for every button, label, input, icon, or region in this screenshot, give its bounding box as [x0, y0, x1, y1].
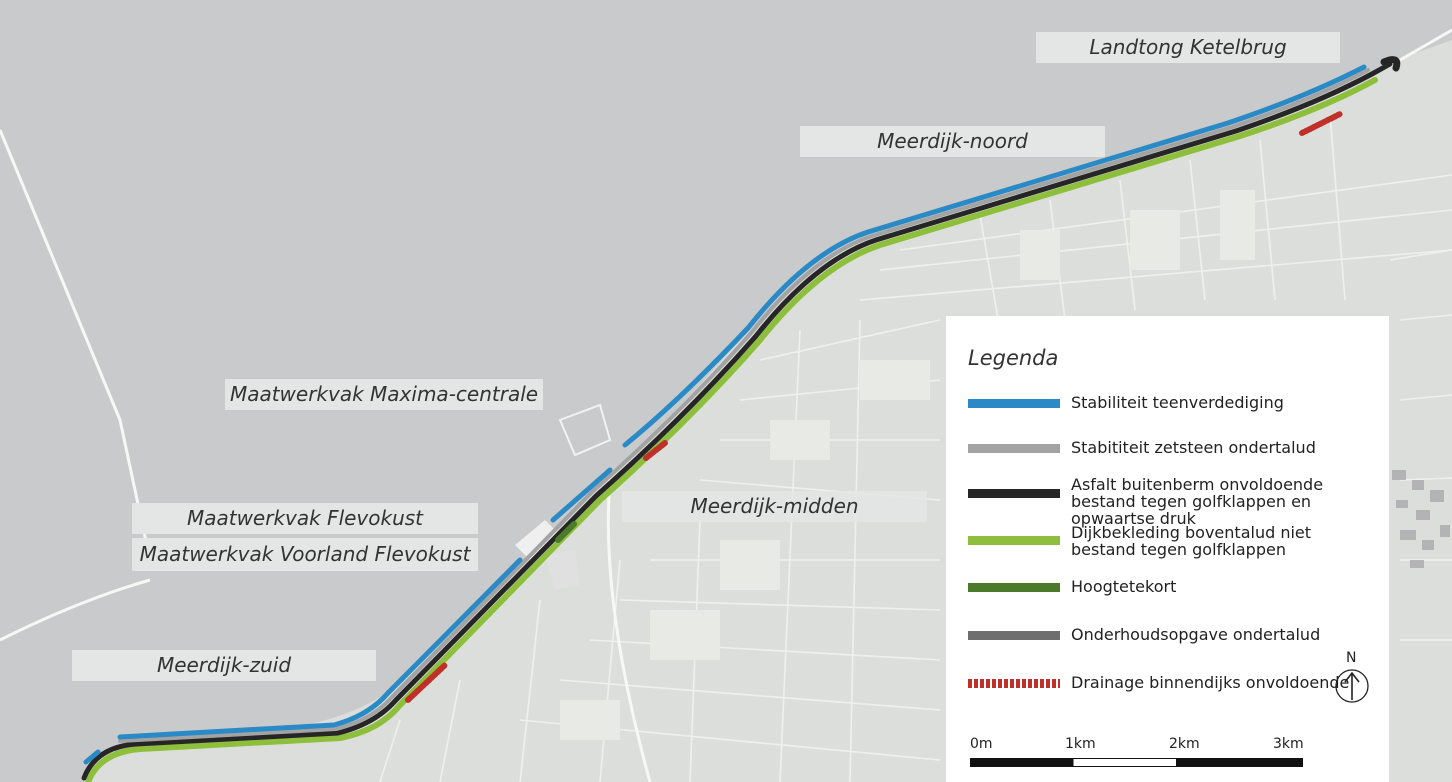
drainage-2 — [643, 440, 668, 461]
dike-end-cap — [1380, 56, 1401, 72]
label-maatwerkvak-maxima: Maatwerkvak Maxima-centrale — [225, 379, 543, 410]
dike-blue-4 — [83, 749, 101, 765]
scale-label-2: 2km — [1169, 736, 1200, 752]
legend-title: Legenda — [968, 346, 1059, 370]
legend-swatch — [968, 536, 1060, 545]
dike-darkgreen-1 — [555, 521, 577, 543]
legend-swatch — [968, 444, 1060, 453]
legend-label: Stabititeit zetsteen ondertalud — [1071, 438, 1316, 457]
label-meerdijk-noord: Meerdijk-noord — [800, 126, 1105, 157]
label-maatwerkvak-voorland: Maatwerkvak Voorland Flevokust — [132, 538, 478, 571]
label-meerdijk-midden: Meerdijk-midden — [622, 491, 927, 522]
dike-blue-1 — [117, 557, 523, 740]
legend-swatch — [968, 679, 1060, 688]
field-patches — [560, 190, 1255, 740]
north-label: N — [1346, 650, 1357, 666]
legend-swatch — [968, 489, 1060, 498]
dike-black — [81, 61, 1393, 781]
scale-bar: 0m 1km 2km 3km — [968, 736, 1308, 776]
harbour-pier — [558, 403, 612, 457]
legend-label: Dijkbekleding boventalud niet bestand te… — [1071, 523, 1312, 559]
dike-lines — [81, 56, 1401, 782]
scale-label-0: 0m — [970, 736, 993, 752]
dike-grey — [118, 68, 1370, 743]
harbour-flevokust — [515, 520, 560, 560]
legend-label: Onderhoudsopgave ondertalud — [1071, 625, 1321, 644]
label-meerdijk-zuid: Meerdijk-zuid — [72, 650, 376, 681]
legend-label: Asfalt buitenberm onvoldoende bestand te… — [1071, 475, 1324, 528]
harbour-basin — [545, 550, 580, 590]
drainage-3 — [1299, 111, 1343, 136]
legend-label: Drainage binnendijks onvoldoende — [1071, 673, 1350, 692]
north-arrow: N — [1334, 650, 1374, 706]
legend-panel: Legenda Stabiliteit teenverdediging Stab… — [946, 316, 1389, 782]
legend-label: Stabiliteit teenverdediging — [1071, 393, 1284, 412]
scale-label-3: 3km — [1273, 736, 1304, 752]
legend-swatch — [968, 631, 1060, 640]
label-maatwerkvak-flevokust: Maatwerkvak Flevokust — [132, 503, 478, 534]
north-arrow-icon — [1335, 669, 1369, 703]
legend-swatch — [968, 583, 1060, 592]
drainage-1 — [405, 662, 448, 703]
dike-blue-3 — [622, 64, 1367, 448]
scale-bar-segments — [970, 758, 1303, 767]
urban-area — [1392, 470, 1450, 568]
label-landtong-ketelbrug: Landtong Ketelbrug — [1036, 32, 1340, 63]
dike-green — [85, 77, 1378, 782]
scale-label-1: 1km — [1065, 736, 1096, 752]
legend-label: Hoogtetekort — [1071, 577, 1177, 596]
legend-swatch — [968, 399, 1060, 408]
dike-blue-2 — [550, 467, 613, 523]
